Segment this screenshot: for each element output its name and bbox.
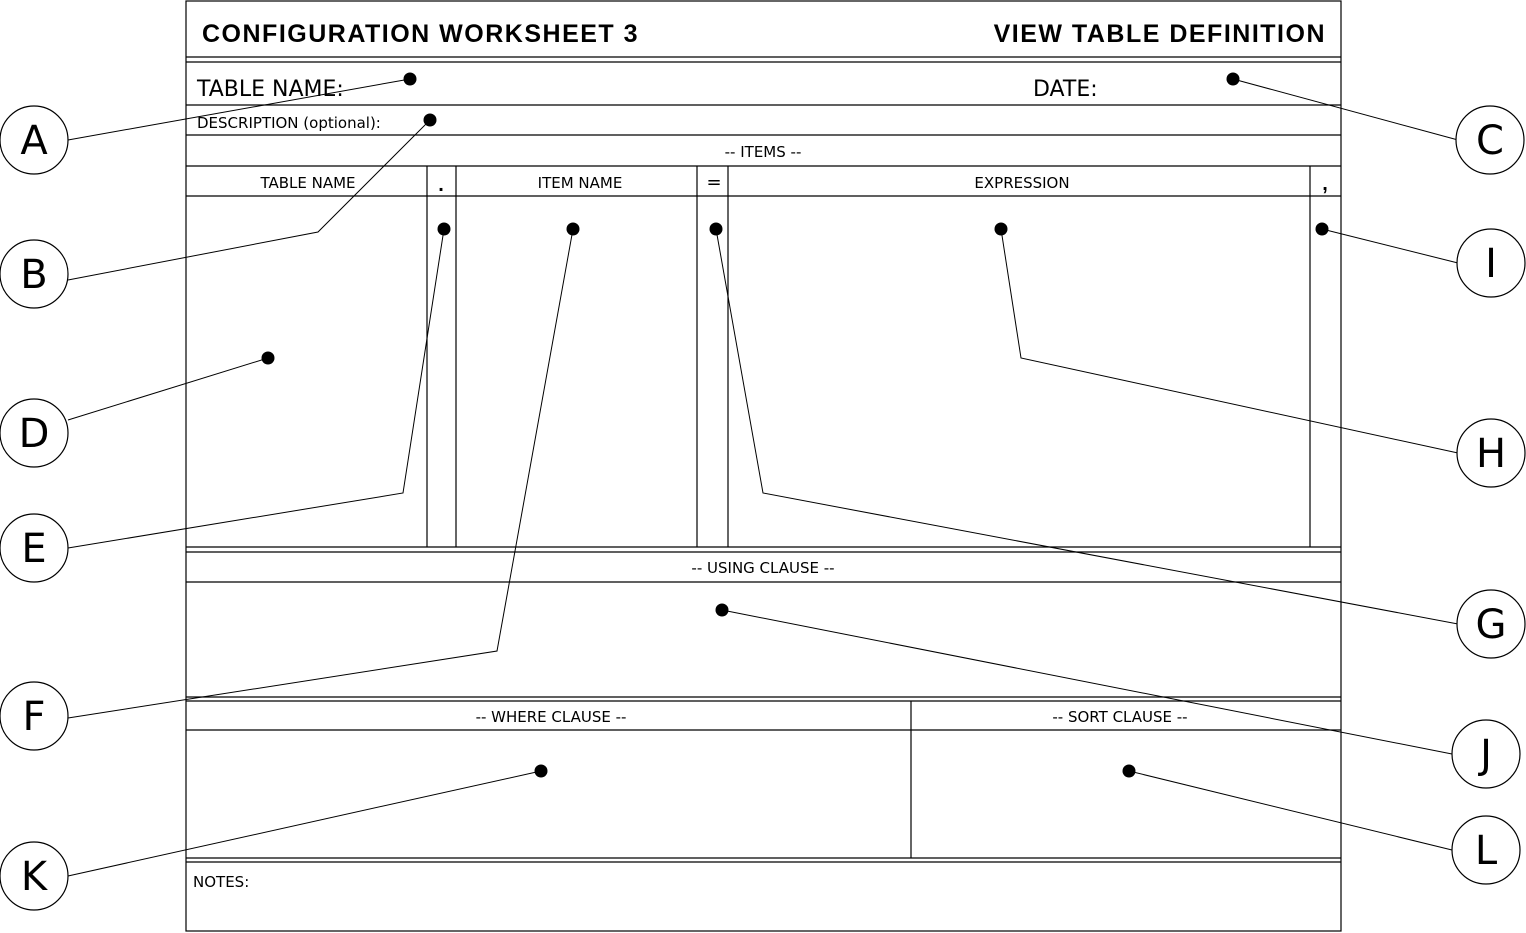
- leader-line-d: [67, 357, 269, 421]
- callout-b: B: [0, 239, 69, 309]
- leader-line-f: [67, 228, 574, 719]
- leader-line-a: [67, 78, 411, 141]
- column-header-comma: ,: [1322, 173, 1328, 195]
- anchor-dot-b: [423, 113, 437, 127]
- callout-bubble: [1456, 589, 1526, 659]
- callout-letter-g: G: [1476, 602, 1507, 648]
- anchor-dot-l: [1122, 764, 1136, 778]
- leader-line-c: [1232, 78, 1459, 141]
- callout-letter-b: B: [20, 252, 47, 298]
- leader-line-k: [67, 770, 542, 877]
- leader-line-g: [715, 228, 1459, 625]
- callout-bubble: [0, 398, 69, 468]
- callout-letter-f: F: [22, 694, 45, 740]
- callout-letter-c: C: [1476, 118, 1504, 164]
- column-header-dot: .: [438, 174, 444, 196]
- callout-bubble: [0, 239, 69, 309]
- callout-bubble: [0, 681, 69, 751]
- anchor-dot-d: [261, 351, 275, 365]
- notes-label: NOTES:: [193, 873, 249, 891]
- callout-letter-k: K: [21, 854, 49, 900]
- anchor-dot-e: [437, 222, 451, 236]
- anchor-dot-a: [403, 72, 417, 86]
- form-border: [185, 0, 1342, 932]
- callout-bubble: [0, 841, 69, 911]
- where-clause-title: -- WHERE CLAUSE --: [476, 708, 627, 726]
- callout-e: E: [0, 513, 69, 583]
- column-header-item-name: ITEM NAME: [538, 174, 623, 192]
- callout-bubble: [1455, 105, 1525, 175]
- callout-letter-h: H: [1476, 431, 1506, 477]
- callout-letter-j: J: [1477, 732, 1492, 778]
- column-header-expression: EXPRESSION: [974, 174, 1069, 192]
- callout-k: K: [0, 841, 69, 911]
- callout-bubble: [1451, 815, 1521, 885]
- worksheet-title: CONFIGURATION WORKSHEET 3: [202, 20, 639, 48]
- callout-g: G: [1456, 589, 1526, 659]
- callout-d: D: [0, 398, 69, 468]
- anchor-dot-i: [1315, 222, 1329, 236]
- leader-line-b: [67, 119, 431, 281]
- anchor-dots: [261, 72, 1329, 778]
- callout-j: J: [1451, 719, 1521, 789]
- leader-line-e: [67, 228, 445, 549]
- column-header-table-name: TABLE NAME: [259, 174, 355, 192]
- anchor-dot-h: [994, 222, 1008, 236]
- leader-line-l: [1128, 770, 1453, 851]
- date-label: DATE:: [1033, 77, 1098, 102]
- callout-bubble: [1456, 418, 1526, 488]
- callout-bubble: [1451, 719, 1521, 789]
- callout-bubble: [0, 513, 69, 583]
- callout-letter-a: A: [20, 118, 48, 164]
- callout-letter-d: D: [19, 411, 50, 457]
- items-section-title: -- ITEMS --: [725, 143, 802, 161]
- callout-bubble: [0, 105, 69, 175]
- callout-f: F: [0, 681, 69, 751]
- using-clause-title: -- USING CLAUSE --: [691, 559, 834, 577]
- callout-c: C: [1455, 105, 1525, 175]
- form-text: CONFIGURATION WORKSHEET 3 VIEW TABLE DEF…: [193, 20, 1328, 891]
- leader-line-h: [1000, 228, 1459, 454]
- anchor-dot-g: [709, 222, 723, 236]
- worksheet-subtitle: VIEW TABLE DEFINITION: [994, 20, 1326, 48]
- callout-letter-e: E: [21, 526, 46, 572]
- anchor-dot-k: [534, 764, 548, 778]
- form-frame: [185, 0, 1342, 932]
- callout-a: A: [0, 105, 69, 175]
- leader-line-j: [721, 609, 1453, 755]
- table-name-label: TABLE NAME:: [196, 77, 344, 102]
- anchor-dot-f: [566, 222, 580, 236]
- callout-letter-i: I: [1485, 241, 1497, 287]
- sort-clause-title: -- SORT CLAUSE --: [1052, 708, 1187, 726]
- anchor-dot-c: [1226, 72, 1240, 86]
- description-label: DESCRIPTION (optional):: [197, 114, 381, 132]
- column-header-equals: =: [706, 172, 721, 193]
- anchor-dot-j: [715, 603, 729, 617]
- leader-line-i: [1321, 228, 1459, 264]
- callout-l: L: [1451, 815, 1521, 885]
- leader-lines: [67, 78, 1459, 877]
- callout-letter-l: L: [1475, 828, 1498, 874]
- callout-bubble: [1456, 228, 1526, 298]
- callout-i: I: [1456, 228, 1526, 298]
- callout-h: H: [1456, 418, 1526, 488]
